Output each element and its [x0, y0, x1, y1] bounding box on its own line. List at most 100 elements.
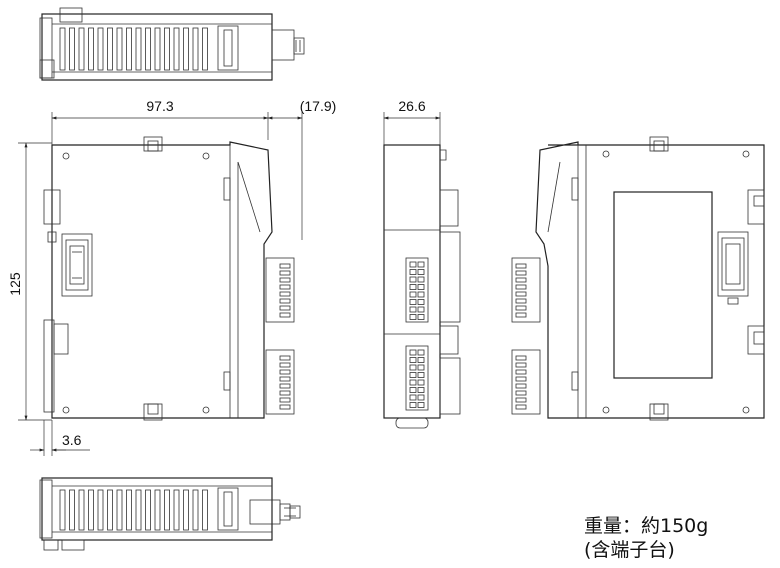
terminal-screw	[515, 376, 527, 382]
vent-slot	[107, 27, 113, 71]
vent-slot	[97, 489, 104, 531]
terminal-screw	[279, 263, 291, 269]
vent-slot	[154, 27, 161, 71]
top-view	[39, 7, 305, 81]
terminal-hole	[417, 314, 425, 320]
terminal-hole	[409, 306, 417, 313]
terminal-screw	[279, 390, 291, 396]
dim-width-label: 97.3	[146, 98, 173, 114]
terminal-screw	[279, 362, 291, 368]
vent-slot	[135, 27, 142, 71]
terminal-block	[511, 349, 541, 415]
vent-slot	[145, 489, 151, 531]
vent-slot	[135, 489, 142, 531]
vent-slot	[183, 27, 189, 71]
terminal-hole	[417, 394, 425, 401]
vent-slot	[78, 489, 85, 531]
terminal-screw	[515, 397, 527, 403]
side-view: 26.6	[383, 98, 461, 429]
dim-rail-offset-label: 3.6	[62, 432, 82, 448]
vent-slot	[126, 27, 132, 71]
terminal-screw	[515, 312, 527, 318]
terminal-screw	[515, 362, 527, 368]
terminal-screw	[279, 397, 291, 403]
terminal-hole	[417, 364, 425, 371]
terminal-screw	[279, 404, 291, 410]
terminal-hole	[417, 387, 425, 393]
terminal-hole	[417, 349, 425, 356]
vent-slot	[164, 27, 170, 71]
terminal-hole	[409, 269, 417, 275]
terminal-hole	[417, 276, 425, 283]
terminal-hole	[409, 402, 417, 408]
vent-slot	[202, 27, 208, 71]
terminal-screw	[515, 369, 527, 375]
terminal-rows-side	[405, 257, 429, 411]
terminal-screw	[515, 291, 527, 297]
terminal-hole	[409, 276, 417, 283]
terminal-screw	[279, 312, 291, 318]
dim-height-label: 125	[7, 272, 23, 296]
vent-slot	[97, 27, 104, 71]
terminal-screw	[279, 270, 291, 276]
vent-slot	[192, 27, 199, 71]
vent-slot	[192, 489, 199, 531]
terminal-screw	[515, 270, 527, 276]
terminal-hole	[417, 379, 425, 386]
terminal-hole	[417, 261, 425, 268]
terminal-hole	[417, 291, 425, 298]
terminal-screw	[279, 369, 291, 375]
terminal-screw	[279, 291, 291, 297]
terminal-hole	[409, 284, 417, 290]
vent-slot	[107, 489, 113, 531]
terminal-hole	[409, 394, 417, 401]
terminal-screw	[515, 284, 527, 290]
terminal-screw	[515, 355, 527, 361]
terminal-hole	[409, 364, 417, 371]
terminal-hole	[409, 314, 417, 320]
terminal-screw	[515, 390, 527, 396]
front-view: 97.3 (17.9) 125 3.6	[7, 98, 336, 456]
terminal-screw	[279, 305, 291, 311]
vent-slots-bottom	[59, 489, 208, 531]
terminal-block	[265, 257, 295, 323]
terminal-hole	[417, 284, 425, 290]
terminal-hole	[409, 372, 417, 378]
terminal-hole	[417, 306, 425, 313]
terminal-note: (含端子台)	[584, 539, 675, 561]
bottom-view	[39, 477, 301, 551]
terminal-hole	[417, 269, 425, 275]
terminal-hole	[409, 379, 417, 386]
terminal-hole	[417, 372, 425, 378]
terminal-screw	[515, 305, 527, 311]
vent-slot	[59, 489, 66, 531]
terminal-screw	[515, 277, 527, 283]
terminal-row	[405, 257, 429, 323]
terminal-screw	[279, 376, 291, 382]
vent-slot	[164, 489, 170, 531]
vent-slot	[88, 489, 94, 531]
vent-slot	[126, 489, 132, 531]
vent-slot	[183, 489, 189, 531]
vent-slot	[69, 27, 75, 71]
terminal-hole	[409, 357, 417, 363]
terminal-hole	[409, 291, 417, 298]
vent-slot	[173, 489, 180, 531]
terminal-hole	[409, 299, 417, 305]
dim-depth-label: 26.6	[398, 98, 425, 114]
terminal-hole	[409, 349, 417, 356]
terminal-block	[511, 257, 541, 323]
terminal-hole	[417, 299, 425, 305]
terminal-blocks-front	[265, 257, 295, 415]
terminal-screw	[515, 298, 527, 304]
terminal-screw	[515, 263, 527, 269]
vent-slot	[59, 27, 66, 71]
vent-slot	[116, 489, 123, 531]
terminal-blocks-rear	[511, 257, 541, 415]
terminal-screw	[515, 383, 527, 389]
vent-slot	[202, 489, 208, 531]
vent-slot	[173, 27, 180, 71]
vent-slot	[154, 489, 161, 531]
vent-slot	[78, 27, 85, 71]
